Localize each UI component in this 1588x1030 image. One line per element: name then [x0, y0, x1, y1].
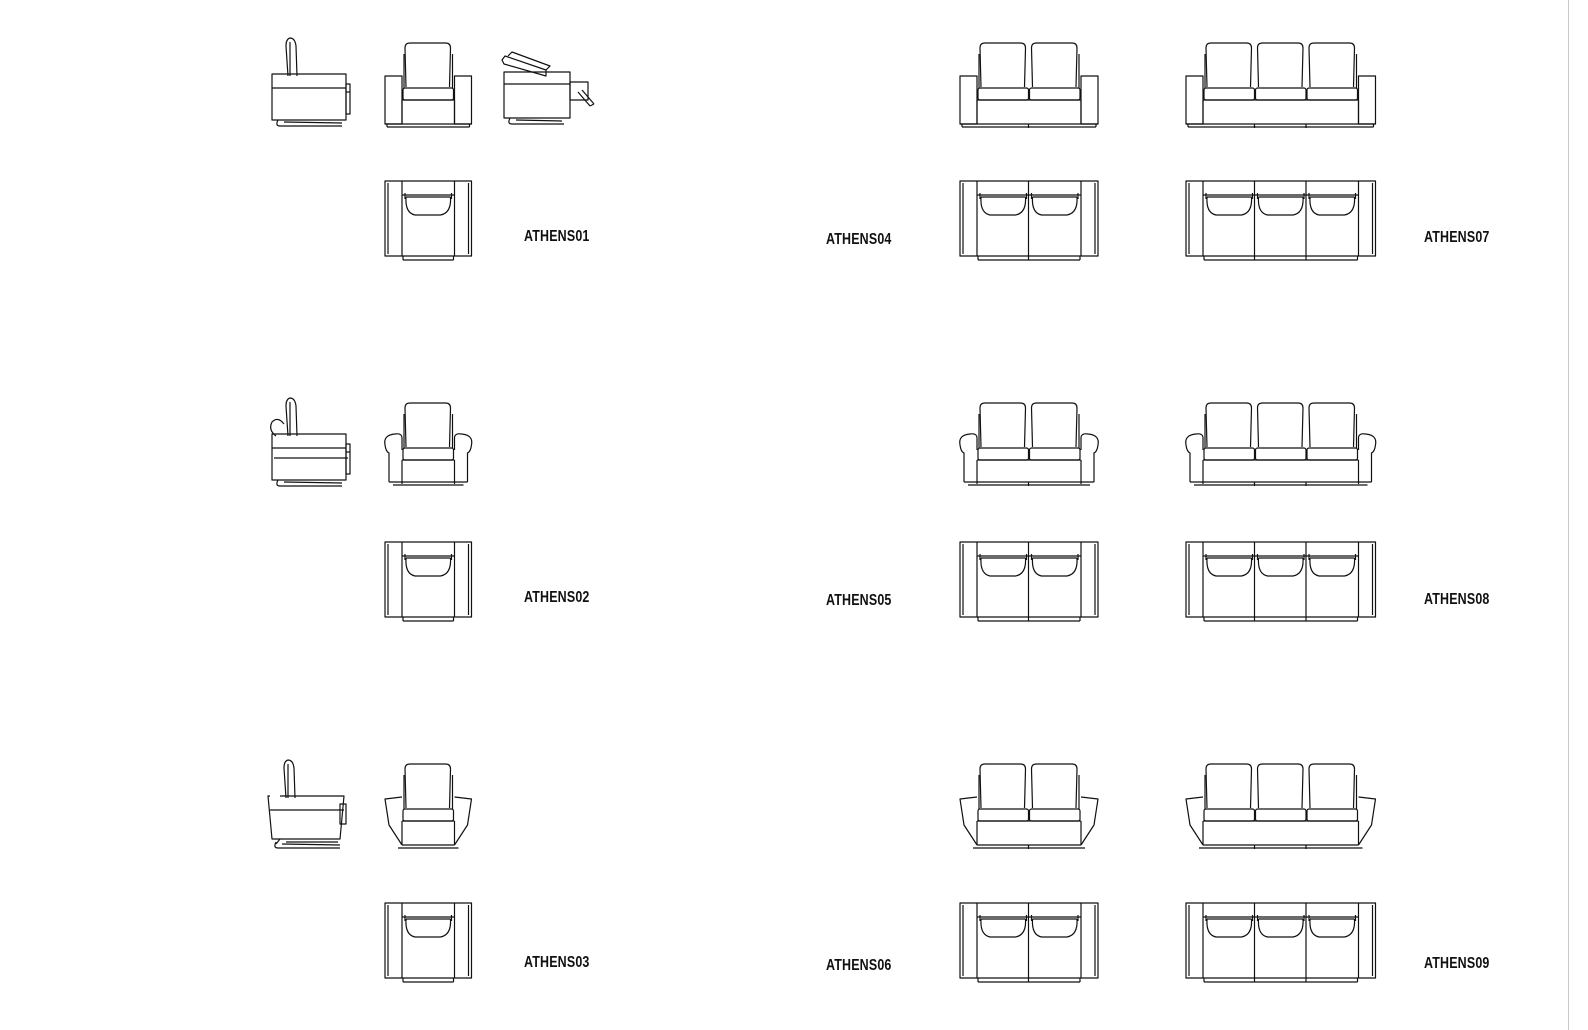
- side-view-athens01: [271, 37, 351, 127]
- label-athens04: ATHENS04: [826, 231, 892, 248]
- front-view-athens05: [959, 402, 1099, 486]
- front-view-athens03: [384, 763, 473, 849]
- front-view-athens08: [1185, 402, 1377, 486]
- side-view-athens03: [267, 759, 347, 849]
- front-view-athens04: [959, 42, 1099, 128]
- plan-view-athens03: [384, 902, 473, 983]
- plan-view-athens06: [959, 902, 1099, 983]
- side-view-athens02: [270, 397, 351, 487]
- front-view-athens06: [959, 763, 1099, 849]
- label-athens01: ATHENS01: [524, 228, 590, 245]
- recliner-view-athens01: [501, 51, 595, 125]
- page-edge-line: [1568, 0, 1569, 1030]
- label-athens09: ATHENS09: [1424, 955, 1490, 972]
- front-view-athens07: [1185, 42, 1377, 128]
- plan-view-athens08: [1185, 541, 1377, 622]
- plan-view-athens02: [384, 541, 473, 622]
- label-athens03: ATHENS03: [524, 954, 590, 971]
- plan-view-athens05: [959, 541, 1099, 622]
- label-athens08: ATHENS08: [1424, 591, 1490, 608]
- front-view-athens02: [384, 402, 473, 486]
- label-athens07: ATHENS07: [1424, 229, 1490, 246]
- label-athens02: ATHENS02: [524, 589, 590, 606]
- plan-view-athens04: [959, 180, 1099, 261]
- label-athens06: ATHENS06: [826, 957, 892, 974]
- plan-view-athens01: [384, 180, 473, 261]
- front-view-athens01: [384, 42, 473, 128]
- plan-view-athens07: [1185, 180, 1377, 261]
- label-athens05: ATHENS05: [826, 592, 892, 609]
- front-view-athens09: [1185, 763, 1377, 849]
- plan-view-athens09: [1185, 902, 1377, 983]
